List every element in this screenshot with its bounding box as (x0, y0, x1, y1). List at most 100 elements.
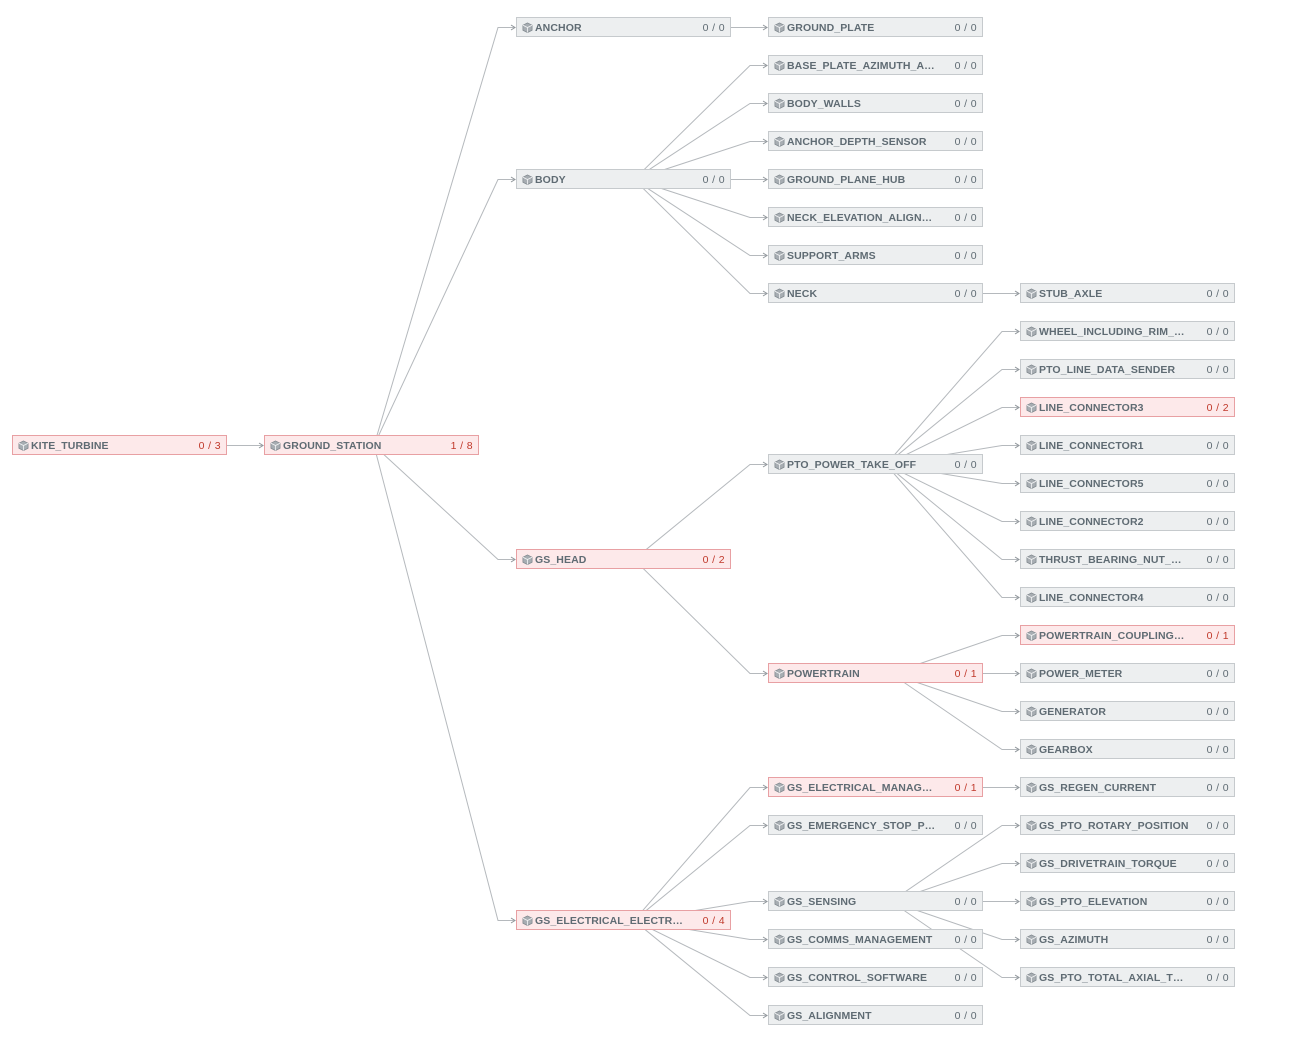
edge-powertrain-coupling (890, 635, 1019, 674)
tree-node-gs-comms-management[interactable]: GS_COMMS_MANAGEMENT 0 / 0 (768, 929, 983, 949)
edge-arrowhead (1014, 784, 1020, 791)
edge-arrowhead (1014, 480, 1020, 487)
tree-node-base-plate[interactable]: BASE_PLATE_AZIMUTH_ALIGNMEN...0 / 0 (768, 55, 983, 75)
node-count: 0 / 0 (1206, 896, 1229, 908)
node-label: POWERTRAIN_COUPLING_TRANSMI... (1039, 630, 1189, 642)
component-cube-icon (1026, 706, 1037, 717)
component-cube-icon (1026, 782, 1037, 793)
node-count: 0 / 0 (954, 972, 977, 984)
component-cube-icon (774, 288, 785, 299)
edge-arrowhead (1014, 366, 1020, 373)
node-count: 0 / 0 (1206, 934, 1229, 946)
node-count: 0 / 1 (1206, 630, 1229, 642)
edge-generator (890, 673, 1019, 712)
node-label: GS_EMERGENCY_STOP_PHYSICAL_... (787, 820, 937, 832)
edge-line-connector2 (885, 464, 1019, 522)
tree-node-thrust-bearing[interactable]: THRUST_BEARING_NUT_AND_RETE...0 / 0 (1020, 549, 1235, 569)
edge-arrowhead (1014, 898, 1020, 905)
tree-node-gs-pto-total-axial-tension[interactable]: GS_PTO_TOTAL_AXIAL_TENSION0 / 0 (1020, 967, 1235, 987)
node-count: 0 / 0 (1206, 972, 1229, 984)
edge-arrowhead (762, 461, 768, 468)
component-cube-icon (1026, 858, 1037, 869)
node-label: STUB_AXLE (1039, 288, 1103, 300)
component-cube-icon (1026, 820, 1037, 831)
node-label: LINE_CONNECTOR5 (1039, 478, 1144, 490)
edge-arrowhead (762, 62, 768, 69)
edge-arrowhead (1014, 556, 1020, 563)
edge-arrowhead (762, 100, 768, 107)
edge-body-walls (633, 103, 767, 180)
edge-arrowhead (1014, 708, 1020, 715)
component-cube-icon (1026, 326, 1037, 337)
edge-pto-line-data-sender (885, 369, 1019, 465)
edge-pto-power-take-off (633, 464, 767, 560)
node-count: 0 / 0 (954, 250, 977, 262)
node-count: 0 / 0 (954, 288, 977, 300)
component-cube-icon (774, 459, 785, 470)
edge-arrowhead (762, 176, 768, 183)
tree-node-wheel-including[interactable]: WHEEL_INCLUDING_RIM_SPOKES_...0 / 0 (1020, 321, 1235, 341)
node-label: GS_ALIGNMENT (787, 1010, 872, 1022)
tree-node-line-connector3[interactable]: LINE_CONNECTOR3 0 / 2 (1020, 397, 1235, 417)
tree-node-powertrain-coupling[interactable]: POWERTRAIN_COUPLING_TRANSMI... 0 / 1 (1020, 625, 1235, 645)
component-cube-icon (1026, 364, 1037, 375)
node-count: 0 / 0 (954, 896, 977, 908)
edge-arrowhead (1014, 936, 1020, 943)
node-count: 0 / 0 (1206, 592, 1229, 604)
edge-arrowhead (1014, 746, 1020, 753)
node-label: BODY_WALLS (787, 98, 861, 110)
edge-body (373, 179, 515, 446)
component-cube-icon (774, 250, 785, 261)
component-cube-icon (774, 1010, 785, 1021)
edge-arrowhead (1014, 442, 1020, 449)
node-label: GS_COMMS_MANAGEMENT (787, 934, 933, 946)
component-cube-icon (1026, 478, 1037, 489)
edge-anchor-depth-sensor (633, 141, 767, 180)
node-label: GROUND_PLATE (787, 22, 875, 34)
tree-node-gs-emergency-stop[interactable]: GS_EMERGENCY_STOP_PHYSICAL_...0 / 0 (768, 815, 983, 835)
edge-arrowhead (1014, 974, 1020, 981)
node-count: 0 / 2 (1206, 402, 1229, 414)
node-count: 1 / 8 (450, 440, 473, 452)
component-cube-icon (1026, 896, 1037, 907)
tree-node-neck-elevation[interactable]: NECK_ELEVATION_ALIGNMENT_DRI...0 / 0 (768, 207, 983, 227)
component-cube-icon (522, 554, 533, 565)
node-count: 0 / 1 (954, 782, 977, 794)
node-label: LINE_CONNECTOR3 (1039, 402, 1144, 414)
node-count: 0 / 0 (954, 934, 977, 946)
edge-gs-electrical-electronic (373, 445, 515, 921)
component-cube-icon (1026, 744, 1037, 755)
